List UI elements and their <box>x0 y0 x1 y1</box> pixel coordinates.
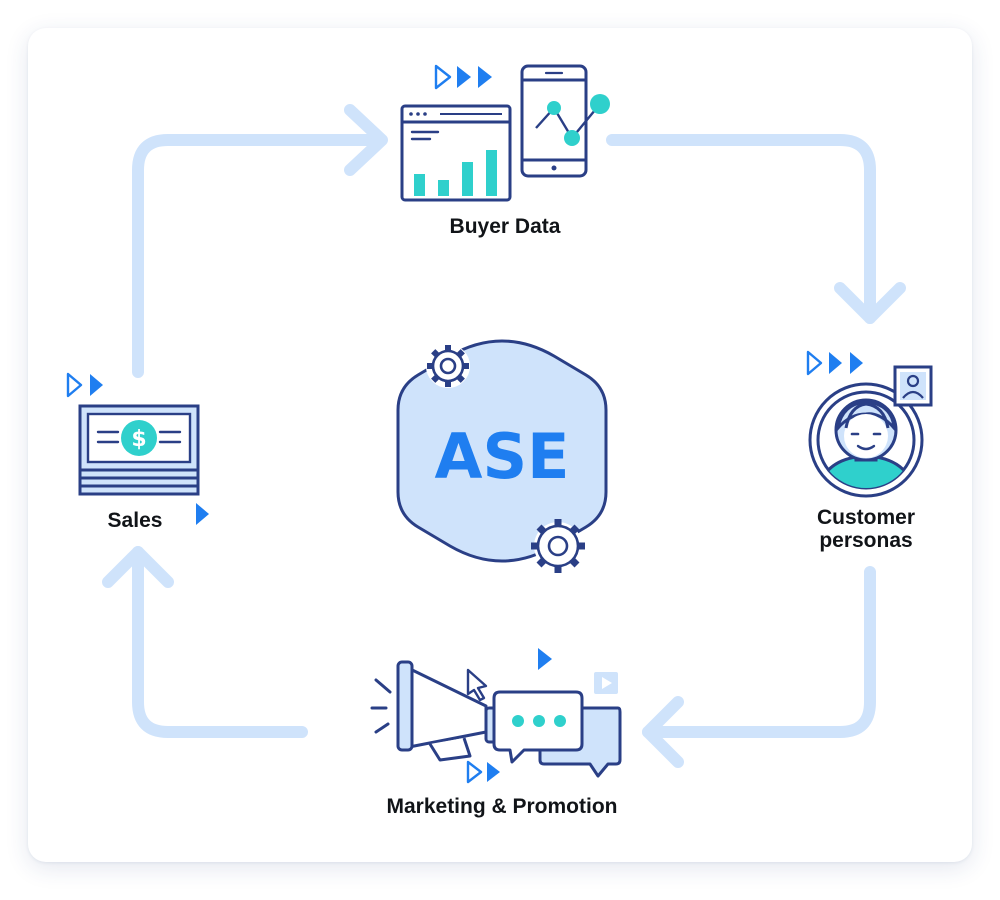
dashboard-and-phone-analytics-icon <box>400 64 610 202</box>
customer-personas-label: Customer personas <box>766 506 966 552</box>
marketing-promotion-label: Marketing & Promotion <box>386 795 618 818</box>
customer-persona-icon <box>806 350 933 498</box>
cycle-arrows <box>102 104 906 768</box>
arrow-personas-to-marketing <box>642 566 876 738</box>
ase-title: ASE <box>434 420 570 493</box>
play-chevrons-icon <box>806 350 863 376</box>
arrow-marketing-to-sales <box>132 546 308 738</box>
buyer-data-label: Buyer Data <box>449 215 561 238</box>
play-chevrons-icon <box>434 64 492 90</box>
megaphone-chat-icon <box>370 648 622 784</box>
money-stack-icon: $ <box>66 372 209 525</box>
arrowhead-to-marketing <box>642 696 684 768</box>
customer-personas-label-line2: personas <box>819 529 913 553</box>
play-chevron-icon <box>538 648 552 670</box>
play-chevrons-icon <box>66 372 103 398</box>
arrow-sales-to-buyer-data <box>132 134 386 378</box>
arrowhead-to-buyer-data <box>344 104 388 176</box>
sales-label: Sales <box>107 509 163 532</box>
svg-text:$: $ <box>131 427 146 452</box>
gear-icon <box>531 519 585 573</box>
play-chevron-icon <box>196 503 209 525</box>
play-chevrons-icon <box>466 760 500 784</box>
gear-icon <box>426 344 470 388</box>
arrowhead-to-sales <box>102 546 174 588</box>
arrowhead-to-personas <box>834 282 906 324</box>
arrow-buyer-data-to-personas <box>606 134 876 324</box>
customer-personas-label-line1: Customer <box>816 506 916 529</box>
